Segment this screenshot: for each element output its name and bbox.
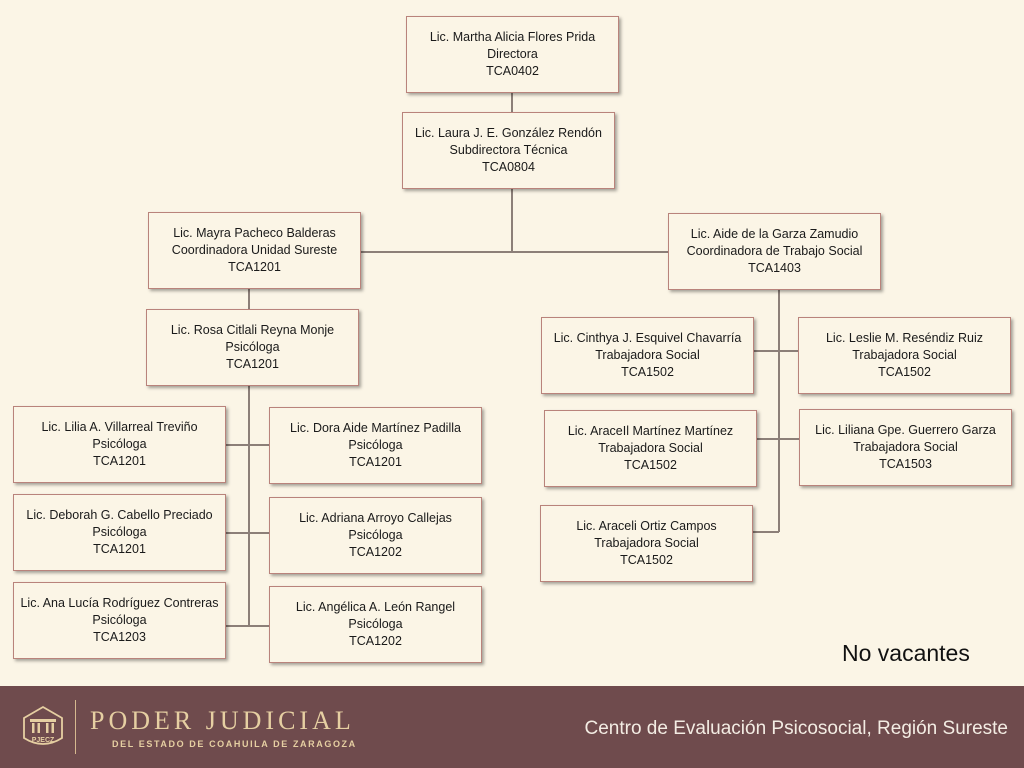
org-node-trabajadora: Lic. Leslie M. Reséndiz Ruiz Trabajadora… <box>798 317 1011 394</box>
org-node-psicologa: Lic. Deborah G. Cabello Preciado Psicólo… <box>13 494 226 571</box>
node-role: Psicóloga <box>92 525 147 539</box>
node-name: Lic. Lilia A. Villarreal Treviño <box>41 420 198 434</box>
node-name: Lic. Dora Aide Martínez Padilla <box>290 421 461 435</box>
org-node-coord-sureste: Lic. Mayra Pacheco Balderas Coordinadora… <box>148 212 361 289</box>
node-name: Lic. Cinthya J. Esquivel Chavarría <box>553 331 742 345</box>
node-role: Psicóloga <box>348 617 403 631</box>
connector-line <box>756 438 800 440</box>
node-code: TCA1201 <box>349 455 402 469</box>
node-code: TCA1201 <box>226 357 279 371</box>
node-name: Lic. AraceIl Martínez Martínez <box>567 424 734 438</box>
node-code: TCA1201 <box>228 260 281 274</box>
connector-line <box>248 385 250 626</box>
judicial-seal-icon: PJECZ <box>23 705 63 745</box>
node-role: Trabajadora Social <box>853 440 958 454</box>
node-name: Lic. Laura J. E. González Rendón <box>415 126 602 140</box>
node-code: TCA1503 <box>879 457 932 471</box>
org-node-psicologa: Lic. Lilia A. Villarreal Treviño Psicólo… <box>13 406 226 483</box>
connector-line <box>225 444 270 446</box>
node-code: TCA0402 <box>486 64 539 78</box>
node-code: TCA1502 <box>620 553 673 567</box>
seal-text: PJECZ <box>32 737 55 744</box>
node-code: TCA1201 <box>93 454 146 468</box>
connector-line <box>511 189 513 251</box>
connector-line <box>248 289 250 309</box>
connector-line <box>753 531 779 533</box>
node-code: TCA0804 <box>482 160 535 174</box>
node-name: Lic. Deborah G. Cabello Preciado <box>26 508 213 522</box>
org-node-director: Lic. Martha Alicia Flores Prida Director… <box>406 16 619 93</box>
org-node-psicologa: Lic. Ana Lucía Rodríguez Contreras Psicó… <box>13 582 226 659</box>
node-role: Psicóloga <box>92 613 147 627</box>
node-role: Trabajadora Social <box>852 348 957 362</box>
node-role: Directora <box>487 47 538 61</box>
footer-title: Centro de Evaluación Psicosocial, Región… <box>584 718 1008 739</box>
node-code: TCA1502 <box>621 365 674 379</box>
node-name: Lic. Ana Lucía Rodríguez Contreras <box>20 596 219 610</box>
footer-divider <box>75 700 76 754</box>
node-role: Psicóloga <box>348 528 403 542</box>
org-node-psicologa-lead: Lic. Rosa Citlali Reyna Monje Psicóloga … <box>146 309 359 386</box>
node-name: Lic. Leslie M. Reséndiz Ruiz <box>825 331 983 345</box>
node-name: Lic. Araceli Ortiz Campos <box>576 519 717 533</box>
connector-line <box>225 532 270 534</box>
no-vacancies-note: No vacantes <box>842 640 970 666</box>
node-name: Lic. Rosa Citlali Reyna Monje <box>170 323 335 337</box>
node-name: Lic. Mayra Pacheco Balderas <box>173 226 336 240</box>
connector-line <box>754 350 799 352</box>
node-role: Psicóloga <box>225 340 280 354</box>
node-code: TCA1201 <box>93 542 146 556</box>
node-role: Coordinadora de Trabajo Social <box>686 244 863 258</box>
node-role: Psicóloga <box>92 437 147 451</box>
node-code: TCA1202 <box>349 545 402 559</box>
org-node-trabajadora: Lic. AraceIl Martínez Martínez Trabajado… <box>544 410 757 487</box>
node-role: Coordinadora Unidad Sureste <box>171 243 338 257</box>
node-code: TCA1502 <box>624 458 677 472</box>
node-role: Psicóloga <box>348 438 403 452</box>
org-node-psicologa: Lic. Dora Aide Martínez Padilla Psicólog… <box>269 407 482 484</box>
node-name: Lic. Angélica A. León Rangel <box>295 600 456 614</box>
org-node-psicologa: Lic. Adriana Arroyo Callejas Psicóloga T… <box>269 497 482 574</box>
connector-line <box>360 251 668 253</box>
connector-line <box>511 92 513 112</box>
node-name: Lic. Martha Alicia Flores Prida <box>429 30 596 44</box>
node-code: TCA1203 <box>93 630 146 644</box>
node-name: Lic. Liliana Gpe. Guerrero Garza <box>815 423 996 437</box>
org-node-coord-social: Lic. Aide de la Garza Zamudio Coordinado… <box>668 213 881 290</box>
node-role: Trabajadora Social <box>594 536 699 550</box>
node-role: Subdirectora Técnica <box>449 143 568 157</box>
org-node-trabajadora: Lic. Liliana Gpe. Guerrero Garza Trabaja… <box>799 409 1012 486</box>
node-name: Lic. Aide de la Garza Zamudio <box>690 227 859 241</box>
org-node-trabajadora: Lic. Araceli Ortiz Campos Trabajadora So… <box>540 505 753 582</box>
connector-line <box>225 625 270 627</box>
org-node-psicologa: Lic. Angélica A. León Rangel Psicóloga T… <box>269 586 482 663</box>
org-node-subdirector: Lic. Laura J. E. González Rendón Subdire… <box>402 112 615 189</box>
node-code: TCA1202 <box>349 634 402 648</box>
brand-subtitle: DEL ESTADO DE COAHUILA DE ZARAGOZA <box>112 739 357 749</box>
node-role: Trabajadora Social <box>595 348 700 362</box>
org-node-trabajadora: Lic. Cinthya J. Esquivel Chavarría Traba… <box>541 317 754 394</box>
node-code: TCA1403 <box>748 261 801 275</box>
node-name: Lic. Adriana Arroyo Callejas <box>299 511 452 525</box>
footer-bar: PJECZ PODER JUDICIAL DEL ESTADO DE COAHU… <box>0 686 1024 768</box>
brand-title: PODER JUDICIAL <box>90 706 355 735</box>
connector-line <box>778 289 780 532</box>
node-role: Trabajadora Social <box>598 441 703 455</box>
node-code: TCA1502 <box>878 365 931 379</box>
